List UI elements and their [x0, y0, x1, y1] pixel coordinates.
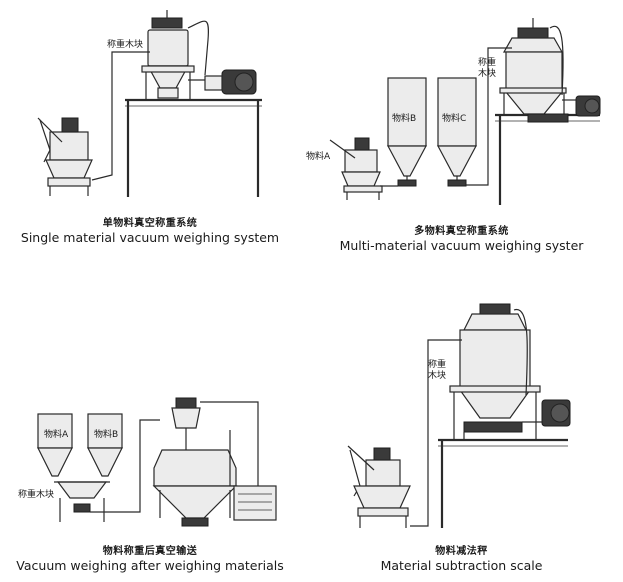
caption-en: Material subtraction scale	[380, 558, 543, 573]
caption-cn: 物料减法秤	[435, 546, 488, 557]
panel-after-weighing: 物料A 物料B 称重木块 物料称重后真空输送 Vacuum weighing a…	[0, 290, 300, 582]
material-b-label: 物料B	[94, 430, 119, 440]
material-a-label: 物料A	[306, 152, 331, 162]
caption-en: Single material vacuum weighing system	[20, 230, 280, 245]
subtraction-scale-diagram	[347, 303, 571, 528]
load-cell-label: 称重 木块	[428, 360, 447, 381]
load-cell-label: 称重木块	[107, 40, 144, 50]
material-a-label: 物料A	[44, 430, 69, 440]
material-c-label: 物料C	[442, 114, 467, 124]
multi-material-diagram	[329, 18, 601, 205]
caption-cn: 物料称重后真空输送	[102, 546, 198, 557]
load-cell-label: 称重 木块	[478, 58, 497, 79]
caption-en: Vacuum weighing after weighing materials	[16, 558, 284, 573]
panel-subtraction-scale: 称重 木块 物料减法秤 Material subtraction scale	[300, 290, 623, 582]
caption-en: Multi-material vacuum weighing syster	[339, 238, 584, 253]
caption-cn: 单物料真空称重系统	[102, 218, 198, 229]
single-material-diagram	[37, 10, 262, 197]
load-cell-label: 称重木块	[18, 490, 55, 500]
material-b-label: 物料B	[392, 114, 417, 124]
panel-single-material: 称重木块 单物料真空称重系统 Single material vacuum we…	[0, 0, 300, 260]
caption-cn: 多物料真空称重系统	[414, 226, 509, 237]
panel-multi-material: 物料B 物料C 物料A 称重 木块 多物料真空称重系统 Multi-materi…	[300, 0, 623, 260]
after-weighing-diagram	[37, 397, 277, 527]
